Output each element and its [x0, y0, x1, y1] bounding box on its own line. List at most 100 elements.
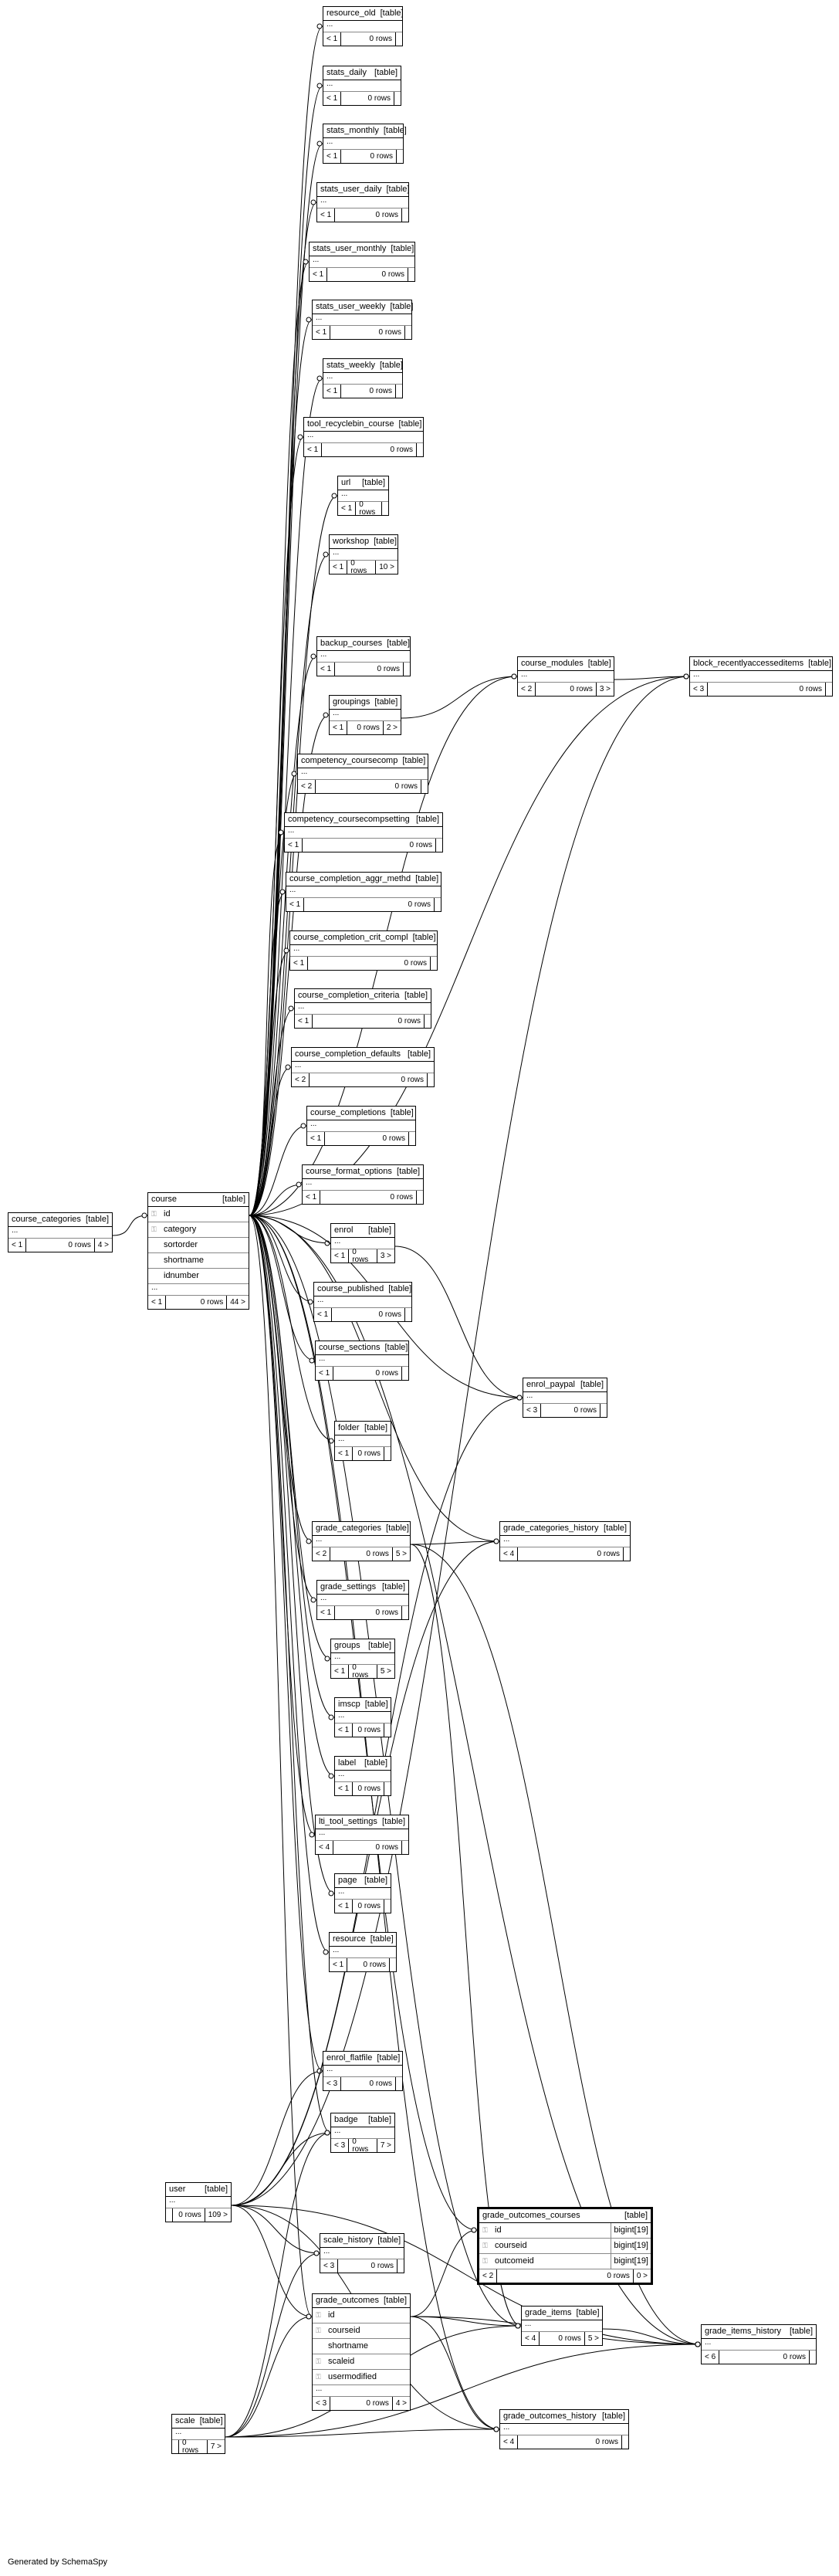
parent-count[interactable]: < 4 [500, 1547, 519, 1561]
child-count[interactable] [431, 957, 437, 970]
table-name[interactable]: page [338, 1876, 357, 1885]
table-header[interactable]: stats_user_monthly[table] [310, 242, 414, 256]
table-header[interactable]: course_completion_crit_compl[table] [290, 931, 437, 945]
table-name[interactable]: course_published [317, 1284, 384, 1293]
child-count[interactable] [390, 1958, 396, 1971]
table-name[interactable]: course_completion_crit_compl [293, 933, 408, 942]
child-count[interactable]: 5 > [587, 2334, 599, 2343]
parent-count[interactable]: < 1 [316, 1367, 334, 1380]
table-header[interactable]: workshop[table] [330, 535, 398, 549]
table-header[interactable]: course[table] [148, 1193, 249, 1207]
table-header[interactable]: stats_user_weekly[table] [313, 300, 413, 314]
child-count[interactable] [384, 1782, 391, 1795]
table-name[interactable]: grade_outcomes [316, 2296, 379, 2305]
table-name[interactable]: enrol_paypal [526, 1380, 575, 1389]
child-count[interactable] [398, 2259, 404, 2273]
child-count[interactable]: 4 > [395, 2398, 407, 2408]
column-row[interactable]: ⚿id [148, 1207, 249, 1222]
table-header[interactable]: block_recentlyaccesseditems[table] [690, 657, 832, 671]
table-header[interactable]: stats_weekly[table] [323, 359, 403, 373]
table-name[interactable]: scale [175, 2416, 195, 2425]
table-header[interactable]: backup_courses[table] [317, 637, 410, 651]
table-name[interactable]: user [169, 2185, 186, 2194]
table-header[interactable]: grade_items[table] [522, 2307, 602, 2320]
table-header[interactable]: enrol_paypal[table] [523, 1378, 607, 1392]
table-header[interactable]: grade_outcomes_courses[table] [479, 2209, 651, 2223]
child-count[interactable]: 0 > [636, 2271, 648, 2280]
table-name[interactable]: course [151, 1195, 178, 1204]
parent-count[interactable]: < 3 [523, 1404, 542, 1417]
table-name[interactable]: stats_monthly [326, 126, 379, 135]
parent-count[interactable]: < 2 [518, 683, 536, 696]
child-count[interactable] [384, 1447, 391, 1460]
column-row[interactable]: ⚿scaleid [313, 2354, 410, 2370]
column-row[interactable]: ⚿id [313, 2308, 410, 2323]
table-name[interactable]: resource [333, 1934, 366, 1944]
parent-count[interactable]: < 1 [335, 1447, 354, 1460]
table-header[interactable]: user[table] [166, 2183, 231, 2197]
table-header[interactable]: course_format_options[table] [303, 1165, 423, 1179]
parent-count[interactable]: < 1 [331, 1665, 350, 1678]
table-name[interactable]: course_completion_defaults [295, 1049, 401, 1059]
child-count[interactable] [402, 1841, 408, 1854]
table-name[interactable]: groups [334, 1641, 360, 1650]
parent-count[interactable]: < 1 [323, 385, 342, 398]
table-name[interactable]: url [341, 478, 351, 487]
table-header[interactable]: grade_outcomes[table] [313, 2294, 410, 2308]
child-count[interactable] [417, 1191, 423, 1204]
table-header[interactable]: stats_user_daily[table] [317, 183, 409, 197]
child-count[interactable] [402, 208, 408, 222]
table-name[interactable]: grade_categories [316, 1524, 382, 1533]
child-count[interactable] [435, 898, 441, 911]
table-header[interactable]: course_completion_defaults[table] [292, 1048, 434, 1062]
table-header[interactable]: grade_categories[table] [313, 1522, 410, 1536]
parent-count[interactable]: < 3 [323, 2077, 342, 2090]
table-header[interactable]: lti_tool_settings[table] [316, 1815, 408, 1829]
child-count[interactable] [425, 1015, 431, 1028]
parent-count[interactable]: < 1 [285, 839, 303, 852]
table-name[interactable]: label [338, 1758, 357, 1768]
parent-count[interactable]: < 1 [148, 1296, 167, 1309]
table-header[interactable]: competency_coursecompsetting[table] [285, 813, 442, 827]
table-name[interactable]: grade_categories_history [503, 1524, 599, 1533]
table-name[interactable]: folder [338, 1423, 360, 1432]
table-header[interactable]: course_published[table] [314, 1283, 411, 1296]
table-header[interactable]: label[table] [335, 1757, 391, 1771]
table-name[interactable]: course_categories [12, 1215, 81, 1224]
child-count[interactable] [402, 1606, 408, 1619]
table-name[interactable]: grade_items [525, 2308, 572, 2317]
parent-count[interactable]: < 1 [335, 1782, 354, 1795]
parent-count[interactable]: < 1 [313, 326, 331, 339]
table-header[interactable]: competency_coursecomp[table] [298, 754, 428, 768]
parent-count[interactable]: < 2 [292, 1073, 310, 1086]
table-course-completion-crit-compl[interactable]: course_completion_crit_compl[table]...< … [289, 930, 438, 971]
parent-count[interactable]: < 4 [316, 1841, 334, 1854]
child-count[interactable] [404, 663, 410, 676]
table-name[interactable]: course_format_options [306, 1167, 392, 1176]
table-header[interactable]: badge[table] [331, 2113, 394, 2127]
parent-count[interactable]: < 1 [335, 1724, 354, 1737]
parent-count[interactable]: < 1 [307, 1132, 326, 1145]
column-row[interactable]: sortorder [148, 1238, 249, 1253]
table-course-completion-aggr-methd[interactable]: course_completion_aggr_methd[table]...< … [286, 872, 441, 912]
parent-count[interactable]: < 1 [304, 443, 323, 456]
parent-count[interactable]: < 4 [500, 2435, 519, 2449]
column-row[interactable]: ⚿usermodified [313, 2370, 410, 2385]
